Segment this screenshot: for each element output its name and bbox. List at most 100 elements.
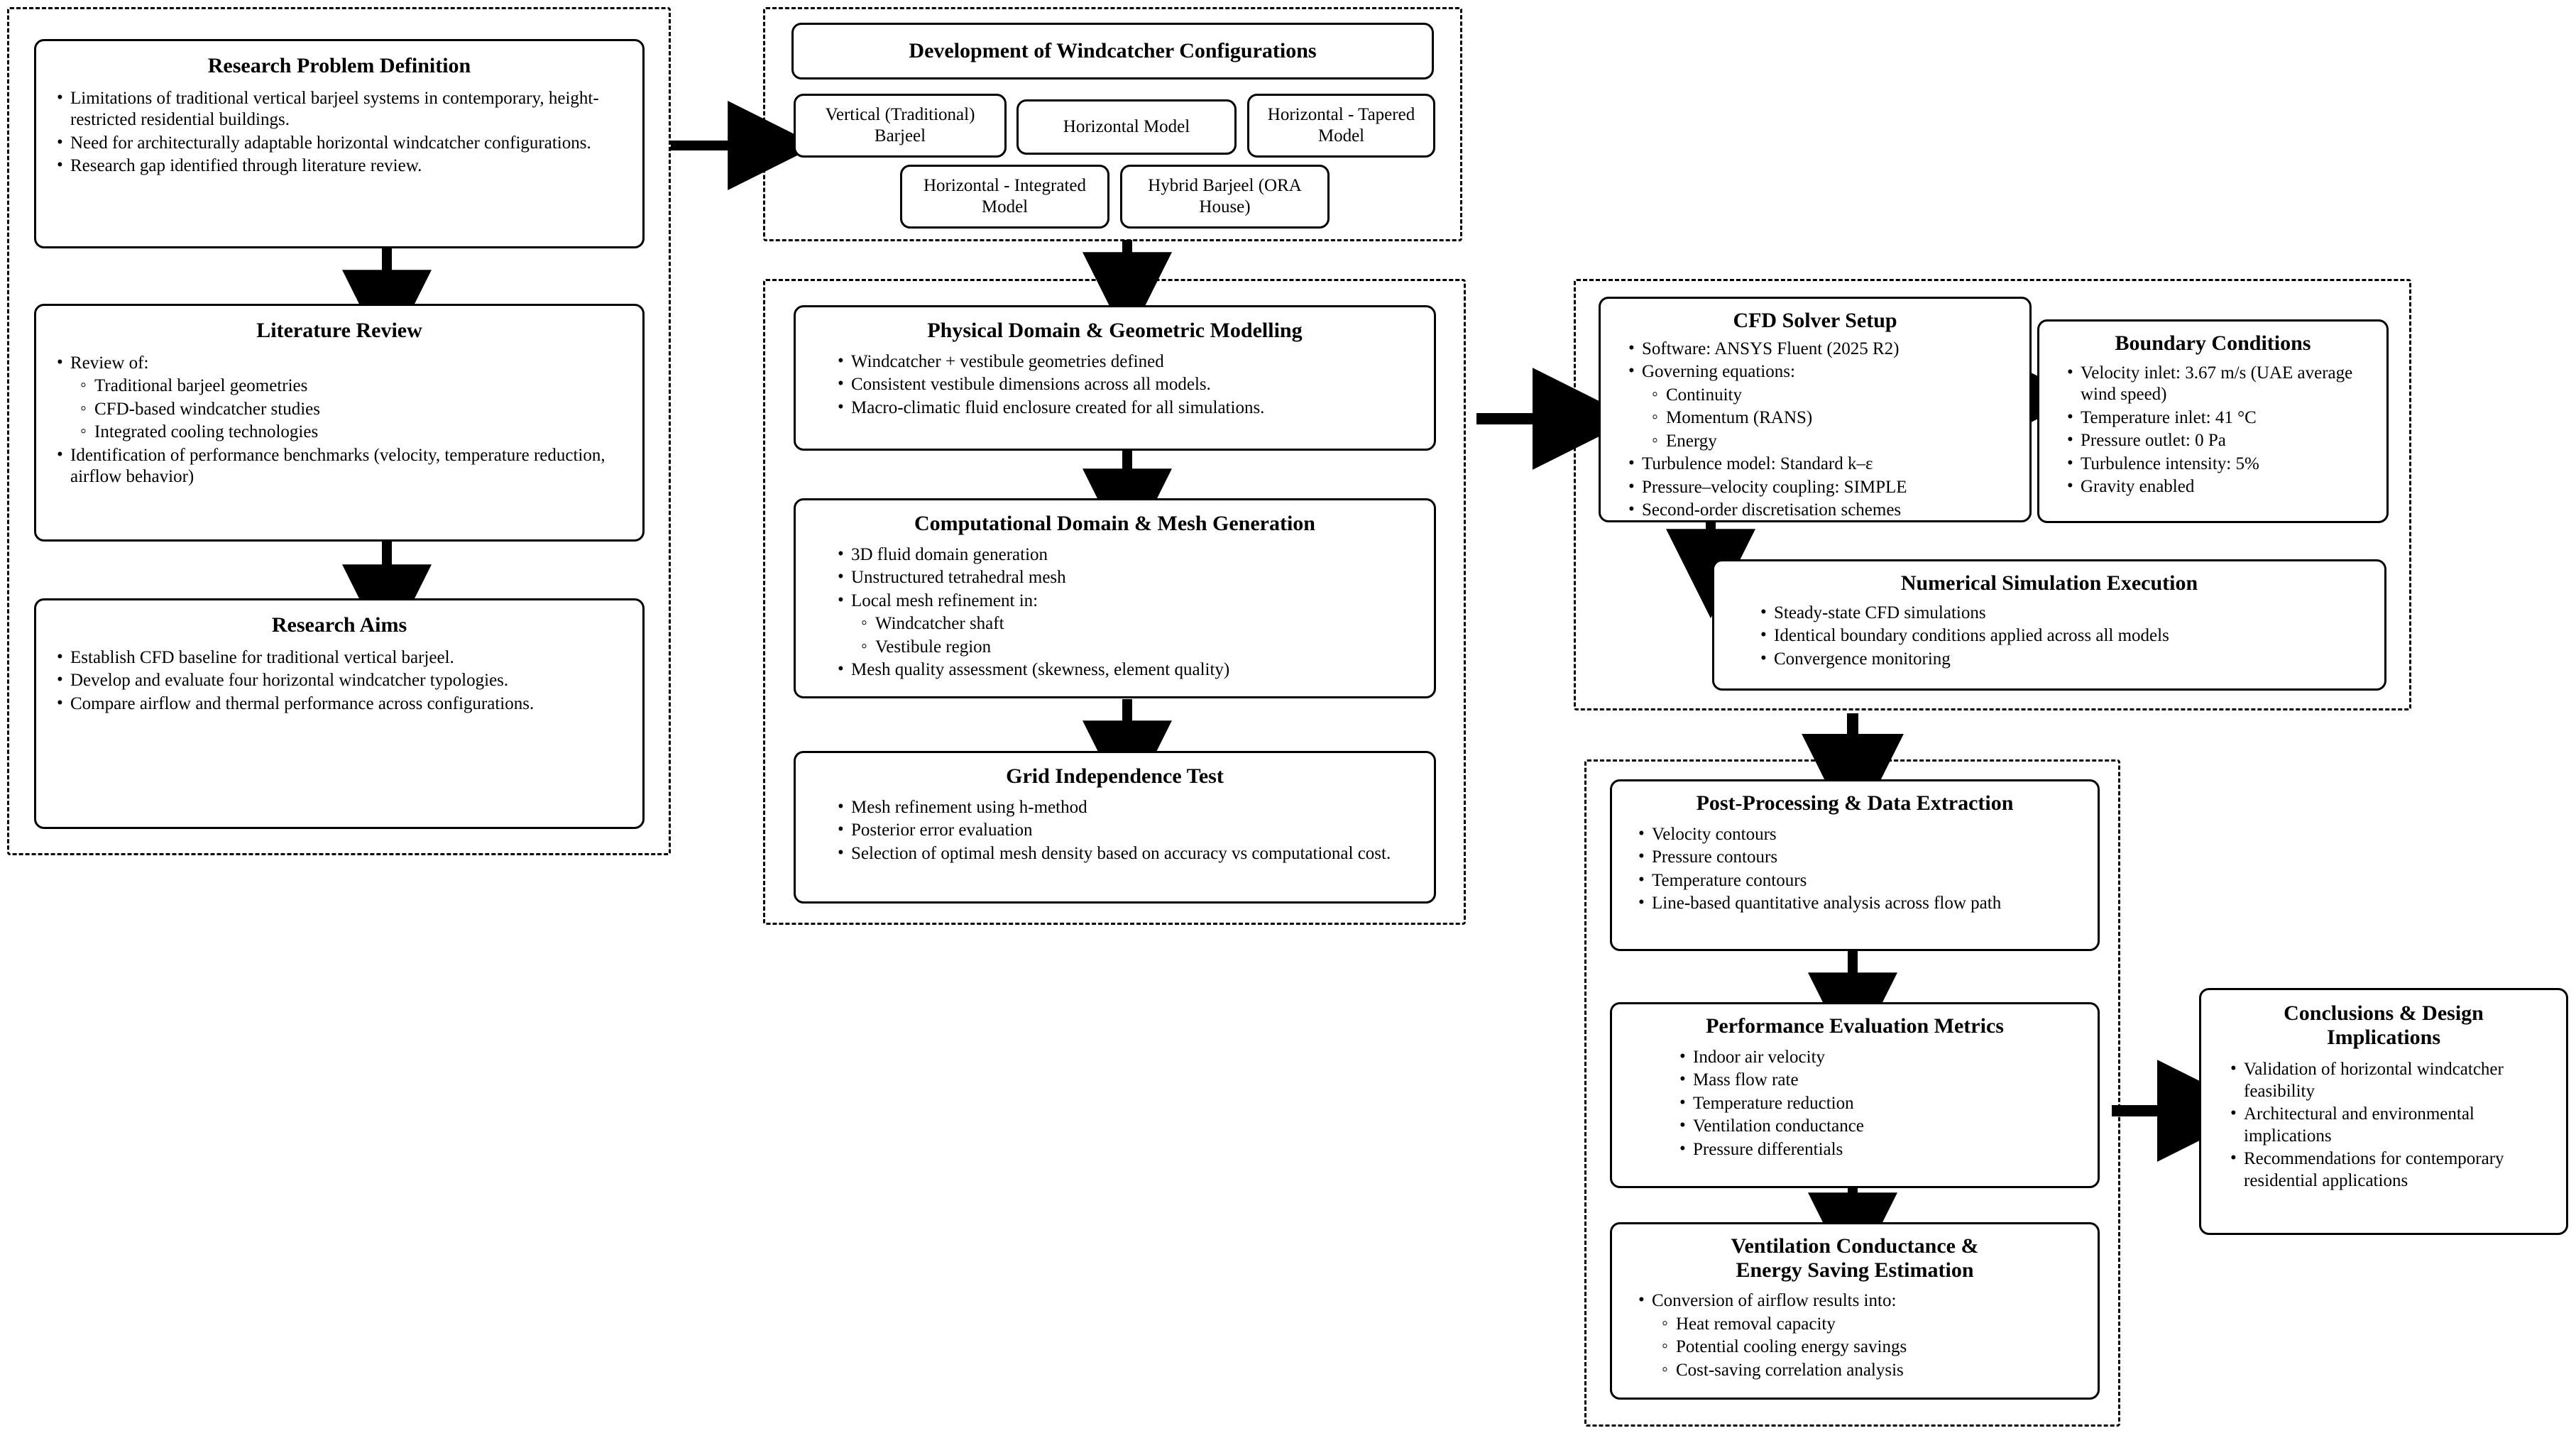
node-research-aims[interactable]: Research Aims Establish CFD baseline for… bbox=[34, 598, 645, 829]
node-computational-domain-mesh-generation[interactable]: Computational Domain & Mesh Generation 3… bbox=[794, 498, 1436, 698]
solver-group bbox=[1574, 279, 2411, 710]
node-bullets: Conversion of airflow results into: Heat… bbox=[1633, 1290, 2085, 1381]
node-title: Research Aims bbox=[271, 613, 407, 637]
list-item: Integrated cooling technologies bbox=[73, 421, 627, 444]
node-title: Performance Evaluation Metrics bbox=[1706, 1014, 2004, 1038]
node-literature-review[interactable]: Literature Review Review of: Traditional… bbox=[34, 304, 645, 542]
windcatcher-configuration-group bbox=[763, 7, 1462, 241]
post-processing-group bbox=[1584, 759, 2120, 1427]
node-bullets: Software: ANSYS Fluent (2025 R2) Governi… bbox=[1623, 338, 2017, 522]
node-conclusions-design-implications[interactable]: Conclusions & Design Implications Valida… bbox=[2199, 988, 2568, 1235]
list-item: Review of: bbox=[52, 352, 627, 375]
node-title: Physical Domain & Geometric Modelling bbox=[927, 319, 1303, 342]
list-item: Potential cooling energy savings bbox=[1655, 1336, 2085, 1358]
chip-label: Horizontal Model bbox=[1063, 117, 1190, 136]
list-item: Turbulence model: Standard k–ε bbox=[1623, 453, 2017, 476]
list-item: Momentum (RANS) bbox=[1645, 407, 2017, 429]
list-item: Line-based quantitative analysis across … bbox=[1633, 892, 2085, 915]
chip-label: Horizontal - Tapered Model bbox=[1267, 105, 1415, 146]
node-bullets: Steady-state CFD simulations Identical b… bbox=[1755, 602, 2372, 671]
list-item: Selection of optimal mesh density based … bbox=[833, 842, 1418, 865]
node-bullets: Limitations of traditional vertical barj… bbox=[52, 87, 627, 177]
node-ventilation-conductance-energy-saving-estimation[interactable]: Ventilation Conductance & Energy Saving … bbox=[1610, 1222, 2100, 1400]
list-item: Velocity inlet: 3.67 m/s (UAE average wi… bbox=[2062, 362, 2374, 406]
node-title: Research Problem Definition bbox=[207, 54, 471, 77]
node-bullets: Indoor air velocity Mass flow rate Tempe… bbox=[1675, 1046, 2085, 1161]
list-item: Identification of performance benchmarks… bbox=[52, 444, 627, 488]
list-item: Windcatcher shaft bbox=[854, 613, 1418, 635]
list-item: Mesh refinement using h-method bbox=[833, 796, 1418, 819]
node-bullets: Windcatcher + vestibule geometries defin… bbox=[833, 351, 1418, 419]
list-item: Validation of horizontal windcatcher fea… bbox=[2225, 1058, 2552, 1102]
node-bullets: Mesh refinement using h-method Posterior… bbox=[833, 796, 1418, 865]
list-item: Macro-climatic fluid enclosure created f… bbox=[833, 397, 1418, 419]
chip-vertical-traditional-barjeel[interactable]: Vertical (Traditional) Barjeel bbox=[794, 94, 1007, 158]
list-item: Limitations of traditional vertical barj… bbox=[52, 87, 627, 131]
node-physical-domain-geometric-modelling[interactable]: Physical Domain & Geometric Modelling Wi… bbox=[794, 305, 1436, 451]
chip-horizontal-model[interactable]: Horizontal Model bbox=[1016, 99, 1237, 155]
node-title-line1: Conclusions & Design bbox=[2284, 1001, 2484, 1025]
list-item: Software: ANSYS Fluent (2025 R2) bbox=[1623, 338, 2017, 361]
list-item: Consistent vestibule dimensions across a… bbox=[833, 373, 1418, 396]
node-cfd-solver-setup[interactable]: CFD Solver Setup Software: ANSYS Fluent … bbox=[1599, 297, 2032, 522]
list-item: Temperature contours bbox=[1633, 869, 2085, 892]
chip-label: Vertical (Traditional) Barjeel bbox=[825, 105, 975, 146]
list-item: Cost-saving correlation analysis bbox=[1655, 1359, 2085, 1382]
node-bullets: Validation of horizontal windcatcher fea… bbox=[2225, 1058, 2552, 1192]
node-title: Boundary Conditions bbox=[2115, 331, 2311, 355]
list-item: Need for architecturally adaptable horiz… bbox=[52, 132, 627, 155]
node-title-line2: Implications bbox=[2326, 1025, 2441, 1049]
list-item: Architectural and environmental implicat… bbox=[2225, 1103, 2552, 1147]
list-item: Mass flow rate bbox=[1675, 1069, 2085, 1092]
list-item: Local mesh refinement in: bbox=[833, 590, 1418, 613]
list-item: Mesh quality assessment (skewness, eleme… bbox=[833, 659, 1418, 681]
node-bullets: Velocity inlet: 3.67 m/s (UAE average wi… bbox=[2062, 362, 2374, 498]
list-item: Pressure–velocity coupling: SIMPLE bbox=[1623, 476, 2017, 499]
node-title: Computational Domain & Mesh Generation bbox=[914, 512, 1315, 535]
chip-horizontal-tapered-model[interactable]: Horizontal - Tapered Model bbox=[1247, 94, 1435, 158]
list-item: Traditional barjeel geometries bbox=[73, 375, 627, 397]
node-bullets: Velocity contours Pressure contours Temp… bbox=[1633, 823, 2085, 915]
list-item: Gravity enabled bbox=[2062, 476, 2374, 498]
node-bullets: 3D fluid domain generation Unstructured … bbox=[833, 544, 1418, 681]
node-development-of-windcatcher-configurations[interactable]: Development of Windcatcher Configuration… bbox=[791, 23, 1434, 79]
list-item: Windcatcher + vestibule geometries defin… bbox=[833, 351, 1418, 373]
list-item: Posterior error evaluation bbox=[833, 819, 1418, 842]
chip-label: Hybrid Barjeel (ORA House) bbox=[1148, 176, 1302, 216]
node-grid-independence-test[interactable]: Grid Independence Test Mesh refinement u… bbox=[794, 751, 1436, 904]
chip-hybrid-barjeel-ora-house[interactable]: Hybrid Barjeel (ORA House) bbox=[1120, 165, 1330, 229]
chip-horizontal-integrated-model[interactable]: Horizontal - Integrated Model bbox=[900, 165, 1109, 229]
list-item: Convergence monitoring bbox=[1755, 648, 2372, 671]
nested-list: Continuity Momentum (RANS) Energy bbox=[1645, 384, 2017, 453]
node-boundary-conditions[interactable]: Boundary Conditions Velocity inlet: 3.67… bbox=[2037, 319, 2389, 523]
list-item: Vestibule region bbox=[854, 636, 1418, 659]
node-performance-evaluation-metrics[interactable]: Performance Evaluation Metrics Indoor ai… bbox=[1610, 1002, 2100, 1188]
nested-list: Windcatcher shaft Vestibule region bbox=[854, 613, 1418, 658]
list-item: Temperature inlet: 41 °C bbox=[2062, 407, 2374, 429]
node-post-processing-data-extraction[interactable]: Post-Processing & Data Extraction Veloci… bbox=[1610, 779, 2100, 951]
node-research-problem-definition[interactable]: Research Problem Definition Limitations … bbox=[34, 39, 645, 248]
node-title: Numerical Simulation Execution bbox=[1900, 571, 2198, 595]
node-title: Post-Processing & Data Extraction bbox=[1696, 791, 2014, 815]
nested-list: Heat removal capacity Potential cooling … bbox=[1655, 1313, 2085, 1382]
list-item: Pressure differentials bbox=[1675, 1138, 2085, 1161]
node-title-line2: Energy Saving Estimation bbox=[1736, 1258, 1974, 1282]
list-item: Research gap identified through literatu… bbox=[52, 155, 627, 177]
list-item: Energy bbox=[1645, 430, 2017, 453]
node-numerical-simulation-execution[interactable]: Numerical Simulation Execution Steady-st… bbox=[1712, 559, 2386, 691]
nested-list: Traditional barjeel geometries CFD-based… bbox=[73, 375, 627, 444]
list-item: Compare airflow and thermal performance … bbox=[52, 693, 627, 715]
node-title: Grid Independence Test bbox=[1006, 764, 1224, 788]
list-item: Temperature reduction bbox=[1675, 1092, 2085, 1115]
list-item: Establish CFD baseline for traditional v… bbox=[52, 647, 627, 669]
list-item: Indoor air velocity bbox=[1675, 1046, 2085, 1069]
node-title: Literature Review bbox=[256, 319, 422, 342]
modelling-group bbox=[763, 279, 1466, 925]
list-item: Conversion of airflow results into: bbox=[1633, 1290, 2085, 1312]
list-item: Ventilation conductance bbox=[1675, 1115, 2085, 1138]
list-item: Turbulence intensity: 5% bbox=[2062, 453, 2374, 476]
chip-label: Horizontal - Integrated Model bbox=[923, 176, 1087, 216]
list-item: 3D fluid domain generation bbox=[833, 544, 1418, 566]
list-item: Pressure contours bbox=[1633, 846, 2085, 869]
